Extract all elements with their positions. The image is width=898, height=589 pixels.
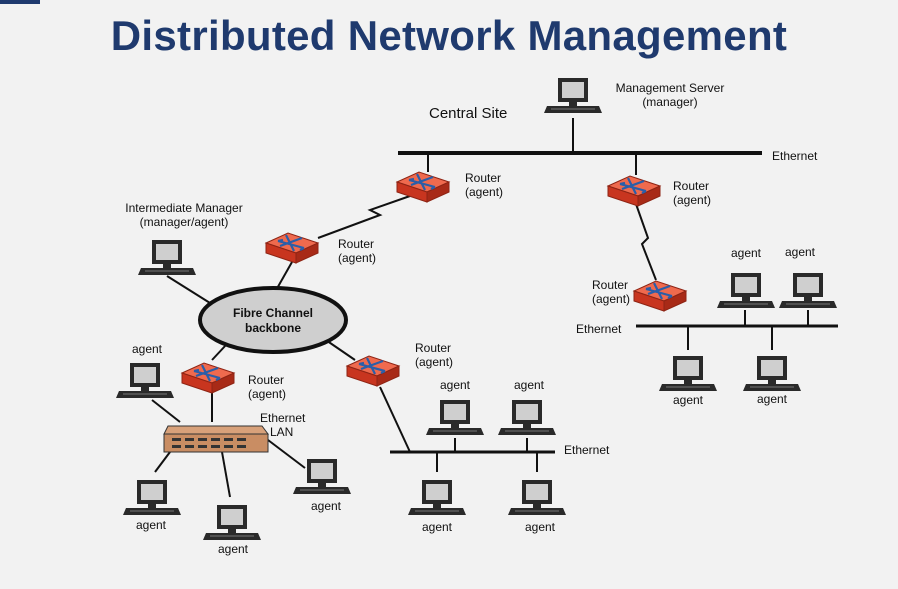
computer-icon (202, 504, 262, 541)
router-icon (632, 279, 688, 313)
agent-label: agent (757, 392, 788, 406)
agent-label: agent (785, 245, 816, 259)
agent-label: agent (440, 378, 471, 392)
fibre-label-2: backbone (245, 321, 301, 335)
hub-icon (163, 425, 269, 453)
router-icon (180, 361, 236, 395)
computer-icon (497, 399, 557, 436)
agent-label: agent (136, 518, 167, 532)
mgmt-server-label-2: (manager) (642, 95, 697, 109)
router-icon (606, 174, 662, 208)
computer-icon (115, 362, 175, 399)
router-agent-label: (agent) (248, 387, 286, 401)
computer-icon (407, 479, 467, 516)
corner-accent (0, 0, 40, 4)
router-label: Router (673, 179, 709, 193)
router-icon (345, 354, 401, 388)
computer-icon (122, 479, 182, 516)
agent-label: agent (218, 542, 249, 556)
computer-icon (658, 355, 718, 392)
central-site-label: Central Site (429, 105, 507, 122)
agent-label: agent (514, 378, 545, 392)
intermediate-manager-label-2: (manager/agent) (140, 215, 229, 229)
ethernet-lan-label-1: Ethernet (260, 411, 306, 425)
ethernet-label: Ethernet (564, 443, 610, 457)
agent-label: agent (673, 393, 704, 407)
ethernet-lan-label-2: LAN (270, 425, 293, 439)
fibre-channel-backbone (198, 286, 348, 354)
router-label: Router (465, 171, 501, 185)
router-label: Router (415, 341, 451, 355)
agent-label: agent (731, 246, 762, 260)
router-agent-label: (agent) (465, 185, 503, 199)
computer-icon (742, 355, 802, 392)
computer-icon (507, 479, 567, 516)
slide-title: Distributed Network Management (110, 12, 788, 59)
router-agent-label: (agent) (673, 193, 711, 207)
router-agent-label: (agent) (592, 292, 630, 306)
agent-label: agent (422, 520, 453, 534)
agent-label: agent (311, 499, 342, 513)
router-agent-label: (agent) (338, 251, 376, 265)
ethernet-label: Ethernet (772, 149, 818, 163)
ethernet-label: Ethernet (576, 322, 622, 336)
computer-icon (716, 272, 776, 309)
intermediate-manager-label-1: Intermediate Manager (125, 201, 242, 215)
router-agent-label: (agent) (415, 355, 453, 369)
computer-icon (425, 399, 485, 436)
computer-icon (543, 77, 603, 114)
router-label: Router (338, 237, 374, 251)
router-label: Router (248, 373, 284, 387)
agent-label: agent (132, 342, 163, 356)
computer-icon (137, 239, 197, 276)
router-icon (264, 231, 320, 265)
mgmt-server-label-1: Management Server (616, 81, 725, 95)
computer-icon (778, 272, 838, 309)
router-label: Router (592, 278, 628, 292)
fibre-label-1: Fibre Channel (233, 306, 313, 320)
agent-label: agent (525, 520, 556, 534)
